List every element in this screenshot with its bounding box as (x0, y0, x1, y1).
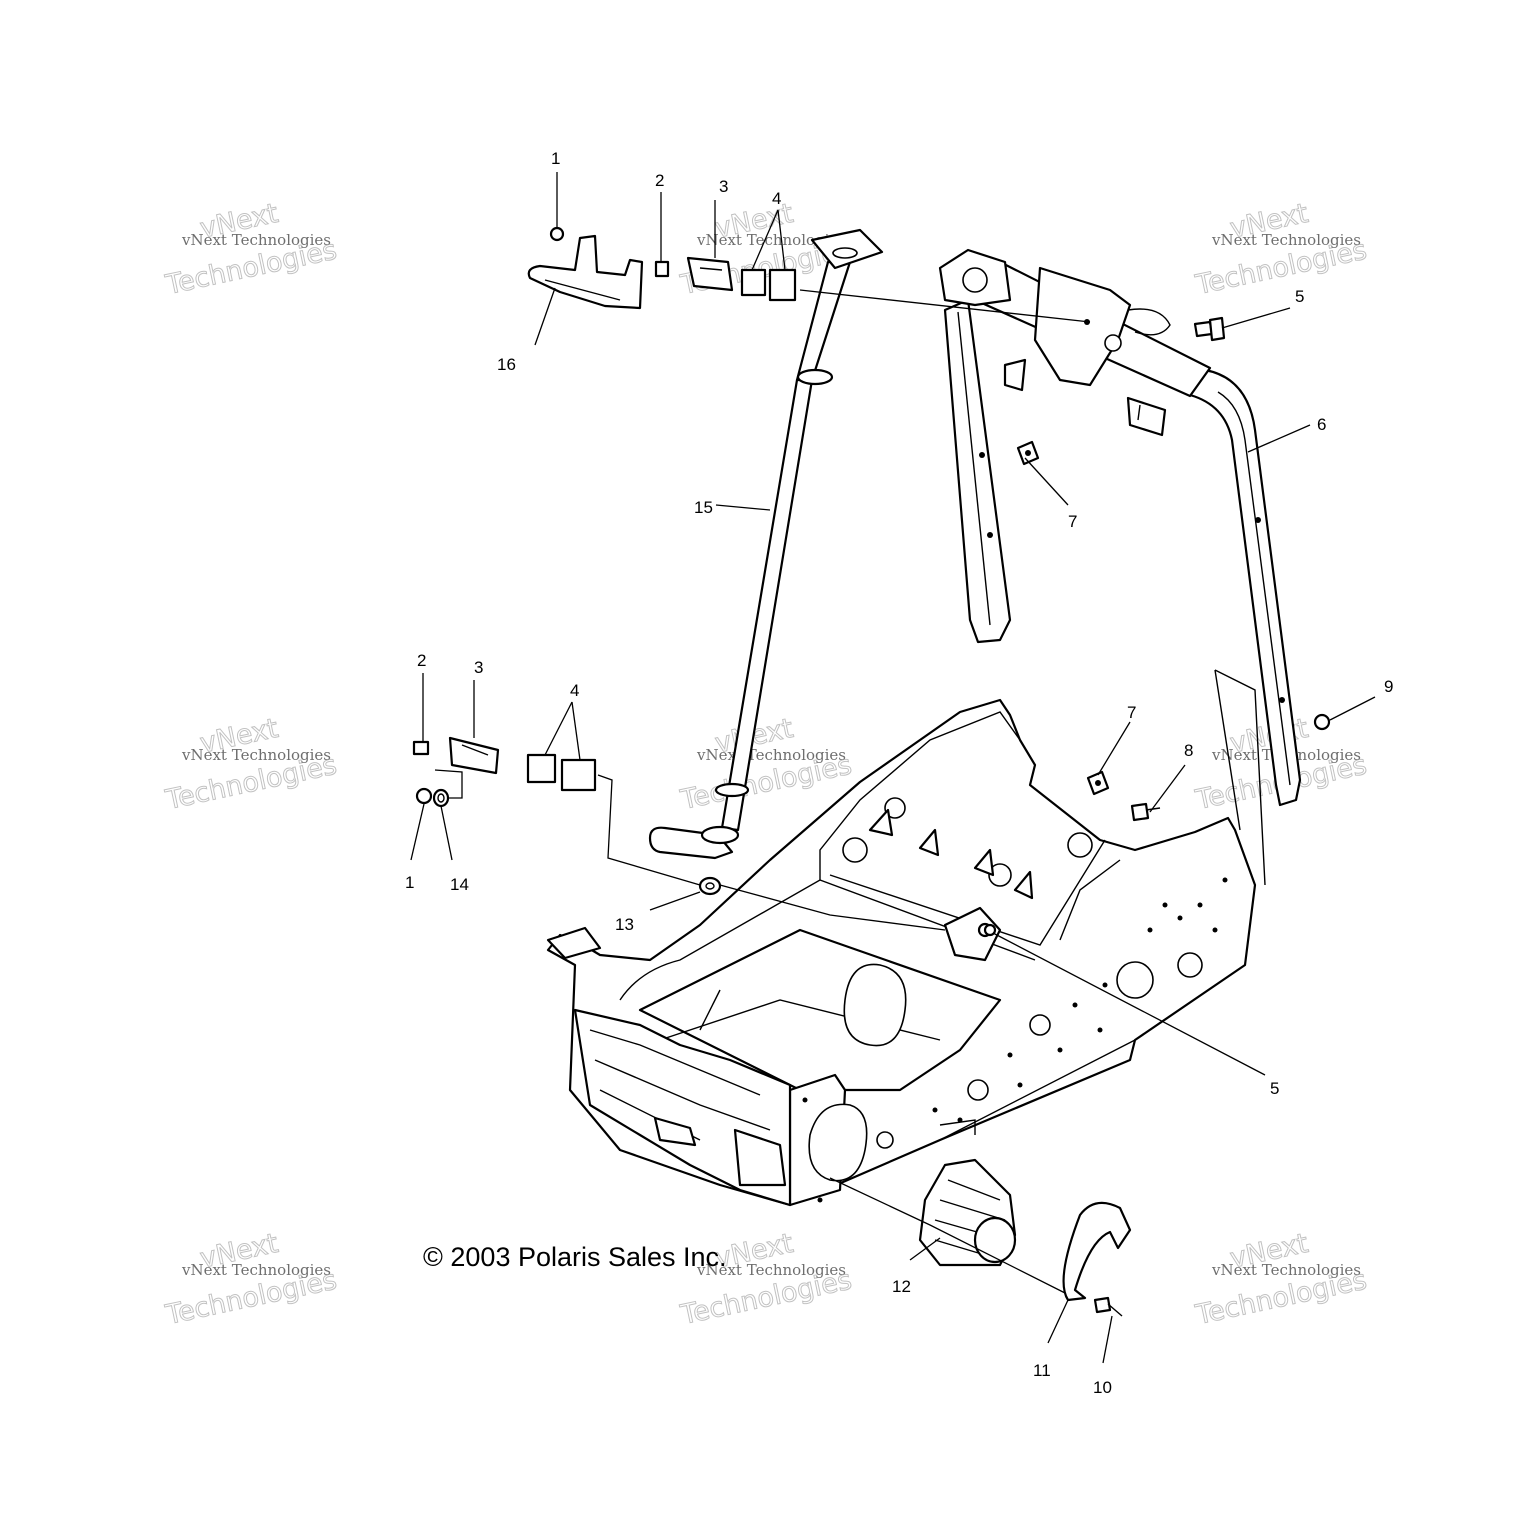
lower-clamp-part (448, 736, 500, 775)
callout-4-lower: 4 (570, 681, 579, 700)
callout-13: 13 (615, 915, 634, 934)
callout-10: 10 (1093, 1378, 1112, 1397)
callout-12: 12 (892, 1277, 911, 1296)
nut-9-part (1313, 713, 1331, 731)
callout-7-upper: 7 (1068, 512, 1077, 531)
watermark-bottom-left: vNext vNext Technologies Technologies (162, 1227, 340, 1331)
headlight-boot-part (918, 1158, 1017, 1267)
watermark-top-right: vNext vNext Technologies Technologies (1192, 197, 1370, 301)
callout-2-lower: 2 (417, 651, 426, 670)
svg-text:vNext Technologies: vNext Technologies (181, 746, 331, 764)
callout-16: 16 (497, 355, 516, 374)
svg-text:vNext Technologies: vNext Technologies (181, 231, 331, 249)
callout-7-lower: 7 (1127, 703, 1136, 722)
svg-text:vNext Technologies: vNext Technologies (181, 1261, 331, 1279)
lower-bolt-part (412, 740, 430, 756)
callout-11: 11 (1033, 1361, 1051, 1380)
svg-text:vNext Technologies: vNext Technologies (1211, 231, 1361, 249)
upper-bushings-part (740, 268, 797, 302)
upper-nut-part (549, 226, 565, 242)
heat-shield-part (1214, 669, 1266, 886)
upper-mount-bracket-part (527, 234, 644, 310)
watermark-mid-left: vNext vNext Technologies Technologies (162, 712, 340, 816)
upper-bolt-part (654, 260, 670, 278)
watermark-mid-center: vNext vNext Technologies Technologies (677, 712, 855, 816)
washer-13-part (698, 876, 722, 896)
watermark-bottom-right: vNext vNext Technologies Technologies (1192, 1227, 1370, 1331)
callout-3-lower: 3 (474, 658, 483, 677)
callout-4-upper: 4 (772, 189, 781, 208)
screw-10-part (1093, 1296, 1123, 1317)
clip-7-upper-part (1016, 440, 1040, 466)
callout-9: 9 (1384, 677, 1393, 696)
callout-2-upper: 2 (655, 171, 664, 190)
leader-lines (410, 172, 1376, 1364)
chassis-part (546, 698, 1257, 1207)
lower-washer-part (432, 788, 450, 808)
svg-text:vNext Technologies: vNext Technologies (696, 1261, 846, 1279)
bolt-8-part (1130, 802, 1161, 822)
bolt-5-lower-part (983, 923, 997, 937)
svg-text:vNext Technologies: vNext Technologies (696, 231, 846, 249)
watermark-top-left: vNext vNext Technologies Technologies (162, 197, 340, 301)
callout-8: 8 (1184, 741, 1193, 760)
lower-nut-part (415, 787, 433, 805)
callouts: 1 2 3 4 5 6 7 15 16 2 3 4 1 14 7 8 9 13 … (405, 149, 1393, 1397)
roll-hoop-part (938, 248, 1302, 807)
trim-ring-part (1062, 1201, 1132, 1302)
callout-6: 6 (1317, 415, 1326, 434)
callout-5-upper: 5 (1295, 287, 1304, 306)
svg-text:vNext Technologies: vNext Technologies (1211, 1261, 1361, 1279)
steering-post-part (648, 228, 884, 860)
callout-5-lower: 5 (1270, 1079, 1279, 1098)
callout-14: 14 (450, 875, 469, 894)
upper-clamp-part (686, 256, 734, 292)
callout-1-upper: 1 (551, 149, 560, 168)
callout-1-lower: 1 (405, 873, 414, 892)
clip-7-lower-part (1086, 770, 1110, 796)
watermark-bottom-center: vNext vNext Technologies Technologies (677, 1227, 855, 1331)
callout-3-upper: 3 (719, 177, 728, 196)
copyright-notice: © 2003 Polaris Sales Inc. (423, 1242, 727, 1272)
lower-bushings-part (526, 753, 597, 792)
callout-15: 15 (694, 498, 713, 517)
bolt-5-upper-part (1193, 316, 1226, 342)
